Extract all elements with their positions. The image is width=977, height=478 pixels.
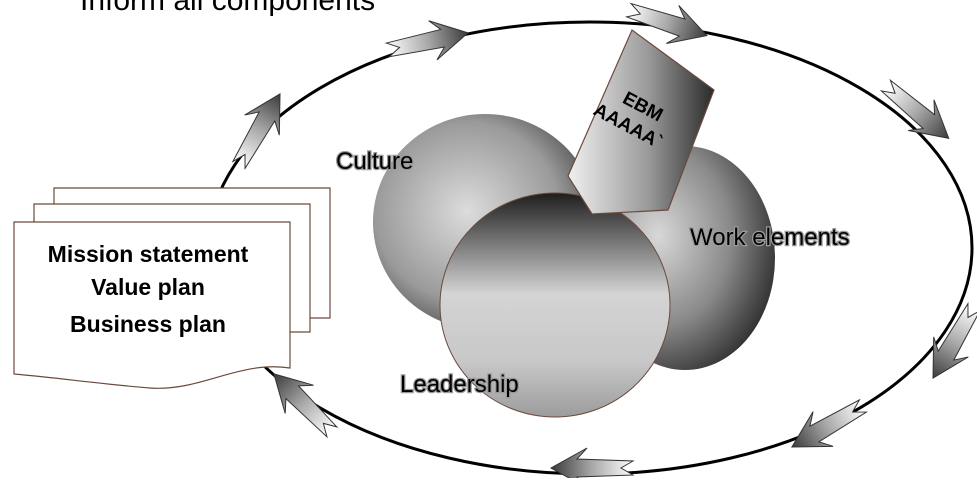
- business-plan-label: Business plan: [70, 311, 226, 337]
- plan-document-front: [13, 221, 291, 389]
- value-plan-label: Value plan: [91, 274, 205, 300]
- cycle-arrow-icon: [273, 373, 339, 439]
- diagram-title: Inform all components: [80, 0, 375, 17]
- cycle-arrow-icon: [879, 78, 950, 139]
- plan-document-stack: [13, 187, 331, 389]
- leadership-circle: [439, 192, 671, 418]
- plan-document-text: Mission statement Value plan Business pl…: [48, 241, 249, 337]
- cycle-arrow-icon: [384, 20, 470, 61]
- cycle-arrow-icon: [932, 301, 977, 379]
- cycle-arrows: [231, 2, 977, 478]
- work-elements-label: Work elements: [690, 224, 850, 251]
- cycle-arrow-icon: [791, 398, 869, 448]
- ebm-card: EBM AAAAA`: [567, 29, 715, 215]
- cycle-arrow-icon: [549, 447, 635, 478]
- culture-label: Culture: [336, 148, 413, 175]
- cycle-arrow-icon: [231, 93, 281, 171]
- mission-statement-label: Mission statement: [48, 241, 249, 267]
- leadership-label: Leadership: [400, 371, 519, 398]
- cycle-arrow-icon: [624, 2, 708, 44]
